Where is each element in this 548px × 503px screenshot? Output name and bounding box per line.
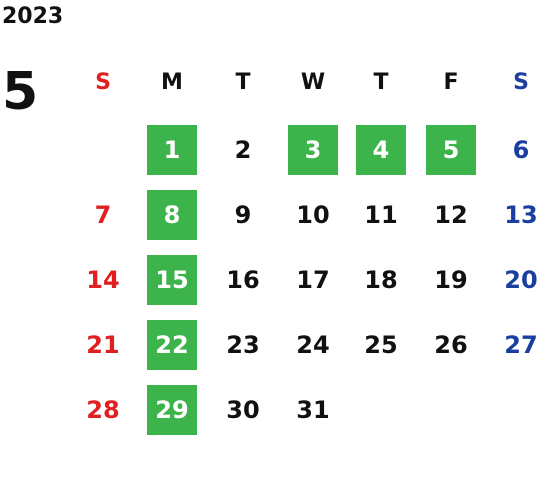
day-cell-31[interactable]: 31 (296, 396, 330, 424)
weekday-header-6: S (513, 69, 529, 95)
month-number: 5 (2, 62, 39, 122)
day-cell-16[interactable]: 16 (226, 266, 260, 294)
day-cell-30[interactable]: 30 (226, 396, 260, 424)
day-cell-9[interactable]: 9 (234, 201, 252, 229)
day-cell-5[interactable]: 5 (426, 125, 476, 175)
day-cell-1[interactable]: 1 (147, 125, 197, 175)
day-cell-20[interactable]: 20 (504, 266, 538, 294)
day-cell-14[interactable]: 14 (86, 266, 120, 294)
day-cell-11[interactable]: 11 (364, 201, 398, 229)
day-cell-12[interactable]: 12 (434, 201, 468, 229)
day-cell-24[interactable]: 24 (296, 331, 330, 359)
weekday-header-0: S (95, 69, 111, 95)
day-cell-18[interactable]: 18 (364, 266, 398, 294)
day-cell-10[interactable]: 10 (296, 201, 330, 229)
day-cell-17[interactable]: 17 (296, 266, 330, 294)
day-cell-6[interactable]: 6 (512, 136, 530, 164)
day-cell-23[interactable]: 23 (226, 331, 260, 359)
weekday-header-1: M (161, 69, 183, 95)
day-cell-21[interactable]: 21 (86, 331, 120, 359)
day-cell-3[interactable]: 3 (288, 125, 338, 175)
weekday-header-3: W (300, 69, 326, 95)
day-cell-7[interactable]: 7 (94, 201, 112, 229)
day-cell-29[interactable]: 29 (147, 385, 197, 435)
day-cell-19[interactable]: 19 (434, 266, 468, 294)
weekday-header-4: T (373, 69, 389, 95)
weekday-header-5: F (443, 69, 459, 95)
day-cell-22[interactable]: 22 (147, 320, 197, 370)
day-cell-28[interactable]: 28 (86, 396, 120, 424)
day-cell-13[interactable]: 13 (504, 201, 538, 229)
day-cell-2[interactable]: 2 (234, 136, 252, 164)
year-label: 2023 (2, 4, 64, 29)
day-cell-27[interactable]: 27 (504, 331, 538, 359)
day-cell-4[interactable]: 4 (356, 125, 406, 175)
day-cell-25[interactable]: 25 (364, 331, 398, 359)
weekday-header-2: T (235, 69, 251, 95)
day-cell-26[interactable]: 26 (434, 331, 468, 359)
day-cell-15[interactable]: 15 (147, 255, 197, 305)
day-cell-8[interactable]: 8 (147, 190, 197, 240)
